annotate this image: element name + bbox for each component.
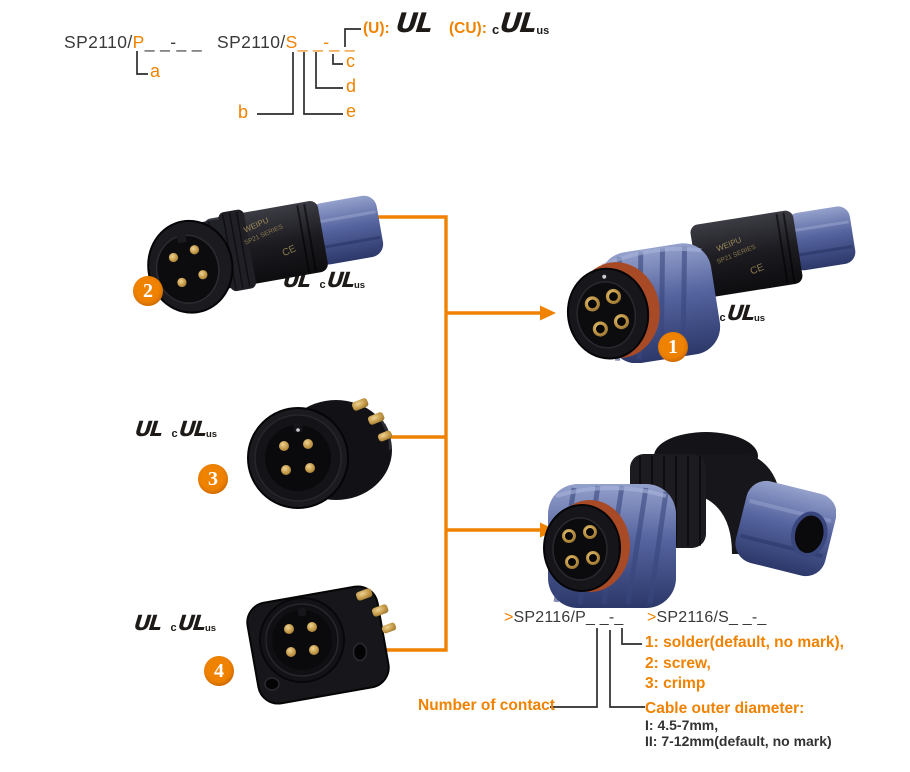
termination-option: 2: screw, <box>645 654 711 672</box>
code-prefix: SP2110/ <box>217 32 286 52</box>
body-marking-ce: CE <box>281 243 298 259</box>
us-suffix: us <box>206 428 218 440</box>
product-3-panel-plug-image <box>247 398 393 509</box>
cable-diameter-block: Cable outer diameter: I: 4.5-7mm, II: 7-… <box>645 699 832 749</box>
us-suffix: us <box>536 24 550 37</box>
cable-diameter-title: Cable outer diameter: <box>645 700 805 717</box>
part-code-sp2116-s: >SP2116/S_ _-_ <box>647 609 766 627</box>
us-suffix: us <box>754 312 766 324</box>
contact-count-label: Number of contact <box>418 697 555 714</box>
c-prefix: c <box>170 621 177 634</box>
pointer-label-b: b <box>238 102 249 122</box>
bullet-icon: > <box>647 609 657 626</box>
code-blanks: _ _-_ _ <box>144 32 203 52</box>
code-text: SP2116/S_ _-_ <box>656 609 767 626</box>
ul-logo-icon: UL <box>176 611 206 635</box>
us-suffix: us <box>354 279 366 291</box>
code-prefix: SP2110/ <box>64 32 133 52</box>
part-code-sp2116-p: >SP2116/P_ _-_ <box>504 609 623 627</box>
product-2-number-badge: 2 <box>133 276 163 306</box>
code-variant: P <box>132 32 145 52</box>
product-2-cable-plug-image: WEIPU SP21 SERIES CE <box>147 195 384 314</box>
ul-mark: UL <box>394 8 433 39</box>
black-pointer-lines <box>136 28 645 708</box>
c-prefix: c <box>319 278 326 291</box>
part-code-sp2110-p: SP2110/P_ _-_ _ <box>64 32 202 53</box>
ul-logo-icon: UL <box>498 8 538 39</box>
code-text: SP2116/P_ _-_ <box>513 609 624 626</box>
ul-logo-icon: UL <box>132 611 162 635</box>
bullet-icon: > <box>504 609 514 626</box>
product-1-number-badge: 1 <box>658 332 688 362</box>
pointer-label-e: e <box>346 101 357 121</box>
c-prefix: c <box>171 427 178 440</box>
ul-mark: UL <box>132 611 162 635</box>
cable-diameter-option: I: 4.5-7mm, <box>645 717 719 733</box>
pointer-label-c: c <box>346 51 355 71</box>
part-code-sp2110-s: SP2110/S_ _-_ _ <box>217 32 355 53</box>
arrow-right-icon <box>540 305 556 321</box>
ul-logo-icon: UL <box>133 417 163 441</box>
ul-u-prefix: (U): <box>363 20 390 37</box>
c-prefix: c <box>719 311 726 324</box>
product-1-cable-socket-image: WEIPU SP21 SERIES CE <box>566 206 856 363</box>
ul-mark: UL <box>133 417 163 441</box>
product-3-number-badge: 3 <box>198 464 228 494</box>
us-suffix: us <box>205 622 217 634</box>
c-prefix: c <box>492 21 500 37</box>
ul-cu-prefix: (CU): <box>449 20 487 37</box>
code-variant-blanks: S_ _-_ _ <box>285 32 355 52</box>
right-angle-cable-socket-image <box>543 432 836 608</box>
product-4-number-badge: 4 <box>204 656 234 686</box>
termination-options: 1: solder(default, no mark), 2: screw, 3… <box>645 633 844 695</box>
ul-logo-icon: UL <box>394 8 433 39</box>
body-marking-ce: CE <box>749 262 766 278</box>
ul-logo-icon: UL <box>177 417 207 441</box>
cable-diameter-option: II: 7-12mm(default, no mark) <box>645 732 832 749</box>
product-4-flange-plug-image <box>246 585 397 705</box>
pointer-label-a: a <box>150 61 161 81</box>
termination-option: 1: solder(default, no mark), <box>645 634 844 651</box>
termination-option: 3: crimp <box>645 675 706 692</box>
pointer-label-d: d <box>346 76 357 96</box>
